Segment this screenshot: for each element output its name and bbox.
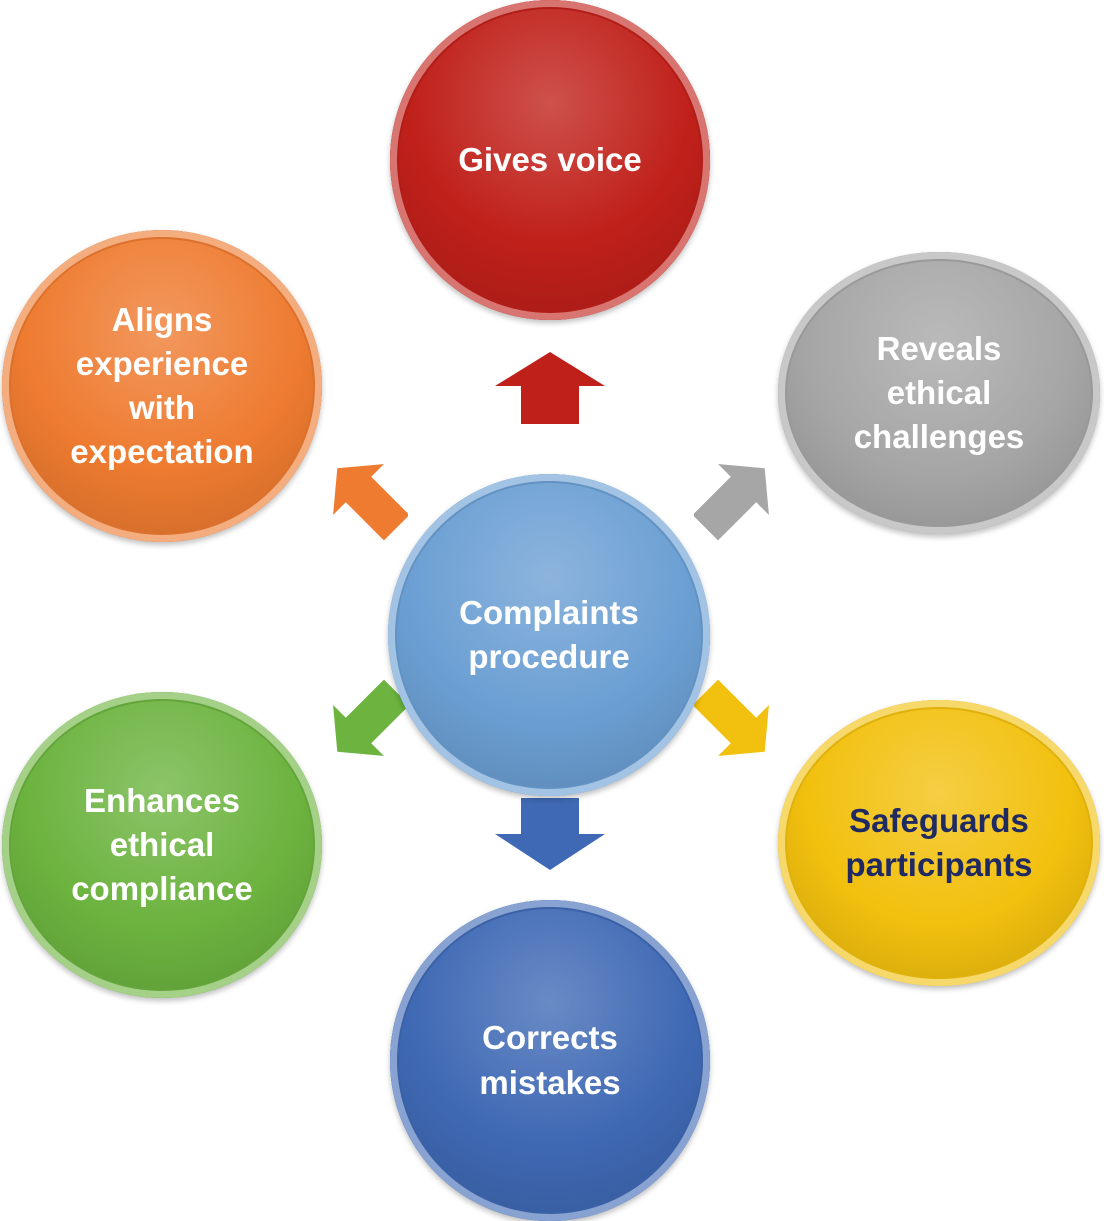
node-corrects-mistakes: Corrects mistakes: [390, 900, 710, 1221]
arrow-up: [495, 352, 605, 424]
node-aligns-experience: Aligns experience with expectation: [2, 230, 322, 542]
arrow-down-right-shape: [694, 679, 769, 756]
arrow-up-right: [694, 464, 769, 541]
node-complaints-procedure: Complaints procedure: [388, 474, 710, 796]
node-safeguards-participants-label: Safeguards participants: [845, 801, 1033, 883]
arrow-up-right-shape: [694, 464, 769, 541]
arrow-down-right: [694, 679, 769, 756]
arrow-down: [495, 798, 605, 870]
node-reveals-ethical-challenges-label: Reveals ethical challenges: [853, 329, 1025, 456]
node-gives-voice-label: Gives voice: [458, 140, 642, 178]
node-complaints-procedure-label: Complaints procedure: [459, 593, 639, 675]
arrow-down-left-shape: [333, 679, 408, 756]
node-corrects-mistakes-label: Corrects mistakes: [479, 1019, 621, 1101]
arrow-down-shape: [495, 798, 605, 870]
arrow-up-left-shape: [333, 464, 408, 541]
node-enhances-ethical-compliance: Enhances ethical compliance: [2, 692, 322, 998]
arrow-up-left: [333, 464, 408, 541]
node-enhances-ethical-compliance-label: Enhances ethical compliance: [71, 781, 253, 908]
node-safeguards-participants: Safeguards participants: [778, 700, 1100, 986]
arrow-up-shape: [495, 352, 605, 424]
node-aligns-experience-label: Aligns experience with expectation: [70, 300, 254, 471]
node-gives-voice: Gives voice: [390, 0, 710, 320]
arrow-down-left: [333, 679, 408, 756]
node-reveals-ethical-challenges: Reveals ethical challenges: [778, 252, 1100, 534]
